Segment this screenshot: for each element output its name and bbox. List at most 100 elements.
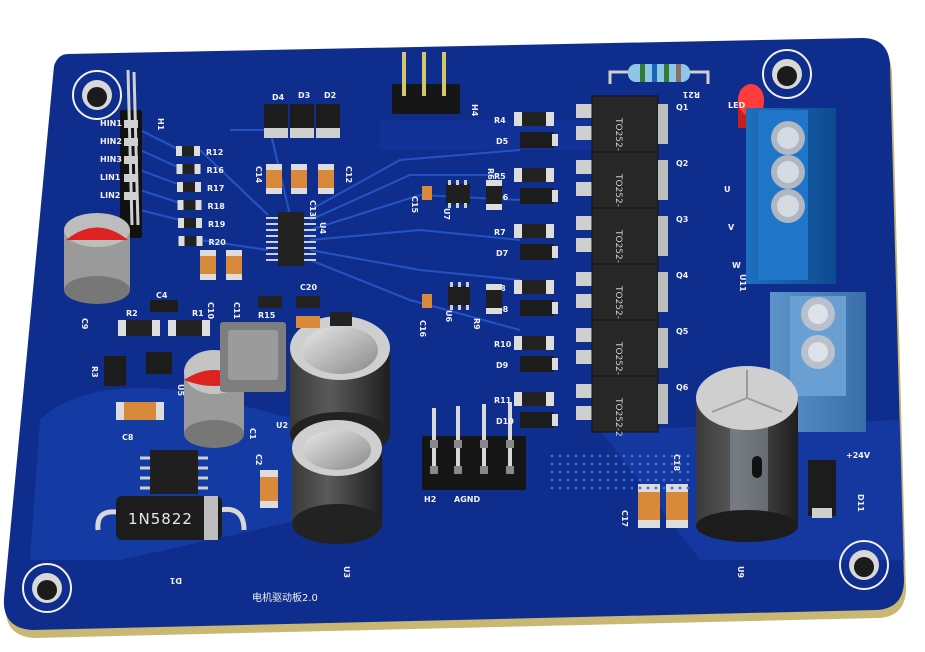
mosfet: TO252-2Q6 bbox=[576, 375, 689, 437]
mosfet-ref: Q5 bbox=[676, 327, 689, 336]
gate-resistor-label: R11 bbox=[494, 396, 512, 405]
label-h4: H4 bbox=[470, 104, 479, 117]
label-c18: C18 bbox=[672, 454, 681, 471]
small-parts-mid bbox=[422, 180, 502, 314]
label-c8: C8 bbox=[122, 433, 134, 442]
mosfet: TO252-2 Q3 bbox=[576, 207, 688, 269]
mosfet-package: TO252-2 bbox=[613, 173, 623, 213]
label-c4: C4 bbox=[156, 291, 168, 300]
top-diodes bbox=[264, 104, 340, 138]
mosfet-ref: Q3 bbox=[676, 215, 688, 224]
label-u2: U2 bbox=[276, 421, 288, 430]
mosfet-ref: Q2 bbox=[676, 159, 688, 168]
label-c15: C15 bbox=[410, 196, 419, 213]
caps-c17-c18 bbox=[638, 484, 688, 528]
header-pin bbox=[124, 138, 138, 146]
resistor-label: R19 bbox=[208, 220, 226, 229]
mosfet: TO252-2 Q1 bbox=[576, 95, 689, 157]
cap-u9 bbox=[696, 366, 798, 542]
label-net-u: U bbox=[724, 185, 731, 194]
header-pin bbox=[124, 120, 138, 128]
label-c17: C17 bbox=[620, 510, 629, 527]
label-u9: U9 bbox=[736, 566, 745, 578]
resistor-smd: R17 bbox=[177, 182, 224, 193]
label-d11: D11 bbox=[856, 494, 865, 512]
label-u7: U7 bbox=[442, 208, 451, 220]
label-r1: R1 bbox=[192, 309, 204, 318]
gate-diode-label: D5 bbox=[496, 137, 509, 146]
ic-u1 bbox=[140, 450, 208, 494]
resistor-smd: R19 bbox=[178, 218, 226, 229]
label-c13: C13 bbox=[308, 200, 317, 217]
label-u11: U11 bbox=[738, 274, 747, 292]
label-lin2: LIN2 bbox=[100, 191, 120, 200]
label-led: LED bbox=[728, 101, 746, 110]
label-u3: U3 bbox=[342, 566, 351, 578]
label-r9: R9 bbox=[472, 318, 481, 330]
label-d3: D3 bbox=[298, 91, 310, 100]
label-hin1: HIN1 bbox=[100, 119, 122, 128]
label-d2: D2 bbox=[324, 91, 336, 100]
gate-diode-label: D10 bbox=[496, 417, 514, 426]
board-title: 电机驱动板2.0 bbox=[252, 591, 318, 604]
label-net-w: W bbox=[732, 261, 741, 270]
resistor-r21 bbox=[608, 64, 710, 84]
label-net-v: V bbox=[728, 223, 735, 232]
ic-u7 bbox=[446, 180, 470, 208]
mosfet: TO252-2Q5 bbox=[576, 319, 689, 381]
diode-d1 bbox=[95, 496, 247, 540]
gate-diode-label: D8 bbox=[496, 305, 509, 314]
resistor-label: R12 bbox=[206, 148, 223, 157]
label-h2: H2 bbox=[424, 495, 436, 504]
label-c2: C2 bbox=[254, 454, 263, 465]
resistor-smd: R20 bbox=[178, 236, 227, 247]
via-field bbox=[550, 454, 690, 490]
caps-c10-c11 bbox=[200, 250, 242, 280]
label-c11: C11 bbox=[232, 302, 241, 319]
mosfet-ref: Q4 bbox=[676, 271, 689, 280]
mosfet-package: TO252-2 bbox=[613, 117, 623, 157]
label-u6: U6 bbox=[444, 310, 453, 322]
gate-diode-label: D6 bbox=[496, 193, 509, 202]
label-r15: R15 bbox=[258, 311, 276, 320]
mosfet-package: TO252-2 bbox=[613, 229, 623, 269]
header-pin bbox=[124, 192, 138, 200]
label-c16: C16 bbox=[418, 320, 427, 337]
label-r21: R21 bbox=[682, 90, 700, 99]
header-h2 bbox=[422, 402, 526, 490]
cap-large-u3 bbox=[292, 420, 382, 544]
label-r2: R2 bbox=[126, 309, 138, 318]
resistor-smd: R18 bbox=[177, 200, 226, 211]
label-c20: C20 bbox=[300, 283, 317, 292]
mosfet-ref: Q1 bbox=[676, 103, 689, 112]
label-r3: R3 bbox=[90, 366, 99, 378]
gate-resistor-label: R5 bbox=[494, 172, 506, 181]
resistor-label: R16 bbox=[207, 166, 225, 175]
resistor-label: R20 bbox=[209, 238, 227, 247]
label-c14: C14 bbox=[254, 166, 263, 183]
header-pin bbox=[124, 156, 138, 164]
small-parts-left bbox=[104, 296, 352, 508]
gate-resistor-label: R7 bbox=[494, 228, 506, 237]
label-c12: C12 bbox=[344, 166, 353, 183]
cap-c9 bbox=[64, 213, 130, 304]
diode-d11 bbox=[808, 460, 836, 518]
resistor-label: R17 bbox=[207, 184, 224, 193]
label-u5: U5 bbox=[176, 384, 185, 396]
label-c10: C10 bbox=[206, 302, 215, 319]
gate-resistor-label: R4 bbox=[494, 116, 506, 125]
terminal-u11 bbox=[746, 108, 836, 284]
label-hin3: HIN3 bbox=[100, 155, 122, 164]
ic-u4 bbox=[266, 212, 316, 266]
label-d1: D1 bbox=[169, 576, 182, 585]
label-c9: C9 bbox=[80, 318, 89, 330]
mosfet-column: TO252-2Q1TO252-2Q2TO252-2Q3TO252-2Q4TO25… bbox=[576, 95, 689, 437]
resistor-label: R18 bbox=[208, 202, 226, 211]
ic-u6 bbox=[448, 282, 470, 310]
top-caps bbox=[266, 164, 334, 194]
label-1n5822: 1N5822 bbox=[128, 510, 193, 528]
